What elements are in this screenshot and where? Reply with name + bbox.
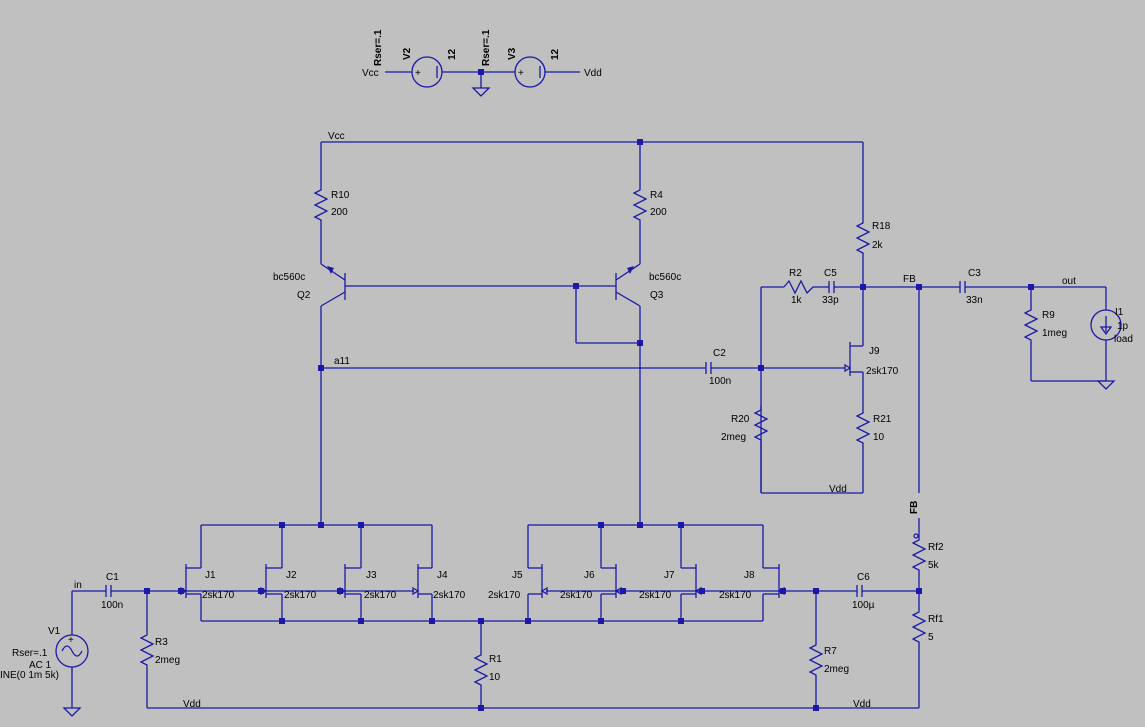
r21-value: 10 — [873, 432, 885, 443]
j1-name: J1 — [205, 570, 216, 581]
q2-name: Q2 — [297, 290, 311, 301]
r7-name: R7 — [824, 646, 837, 657]
v2-value: 12 — [447, 48, 458, 60]
v2-name: V2 — [402, 47, 413, 60]
q2-model: bc560c — [273, 272, 305, 283]
j2-name: J2 — [286, 570, 297, 581]
j7-name: J7 — [664, 570, 675, 581]
r7-value: 2meg — [824, 664, 849, 675]
j2-model: 2sk170 — [284, 590, 317, 601]
i1-extra: load — [1114, 334, 1133, 345]
j8-name: J8 — [744, 570, 755, 581]
supply-vdd-label: Vdd — [584, 68, 602, 79]
c5-value: 33p — [822, 295, 839, 306]
c1-value: 100n — [101, 600, 123, 611]
r10-name: R10 — [331, 190, 350, 201]
v1-ac: AC 1 — [29, 660, 52, 671]
c5-name: C5 — [824, 268, 837, 279]
v1-name: V1 — [48, 626, 61, 637]
r9-name: R9 — [1042, 310, 1055, 321]
vdd-net-label-left: Vdd — [183, 699, 201, 710]
v2-rser: Rser=.1 — [373, 29, 384, 66]
r2-name: R2 — [789, 268, 802, 279]
input-stage-loads — [313, 139, 863, 525]
r20-name: R20 — [731, 414, 750, 425]
supply-section: + + — [385, 56, 580, 97]
c3-name: C3 — [968, 268, 981, 279]
fb-flag-label: FB — [909, 501, 920, 514]
v1-sine: INE(0 1m 5k) — [0, 670, 59, 681]
r20-value: 2meg — [721, 432, 746, 443]
r3-value: 2meg — [155, 655, 180, 666]
r2-value: 1k — [791, 295, 803, 306]
q3-model: bc560c — [649, 272, 681, 283]
q3-name: Q3 — [650, 290, 664, 301]
v3-rser: Rser=.1 — [481, 29, 492, 66]
r3-name: R3 — [155, 637, 168, 648]
a11-net-label: a11 — [334, 356, 350, 367]
r1-value: 10 — [489, 672, 501, 683]
svg-text:+: + — [518, 68, 524, 79]
r4-value: 200 — [650, 207, 667, 218]
j4-model: 2sk170 — [433, 590, 466, 601]
j1-model: 2sk170 — [202, 590, 235, 601]
c6-value: 100µ — [852, 600, 875, 611]
c2-name: C2 — [713, 348, 726, 359]
j9-model: 2sk170 — [866, 366, 899, 377]
j4-name: J4 — [437, 570, 448, 581]
r18-name: R18 — [872, 221, 891, 232]
i1-value: 1p — [1117, 321, 1129, 332]
j7-model: 2sk170 — [639, 590, 672, 601]
j6-model: 2sk170 — [560, 590, 593, 601]
jfet-array — [144, 522, 922, 624]
vdd-net-label-j9: Vdd — [829, 484, 847, 495]
j6-name: J6 — [584, 570, 595, 581]
in-net-label: in — [74, 580, 82, 591]
c6-name: C6 — [857, 572, 870, 583]
j5-model: 2sk170 — [488, 590, 521, 601]
j5-name: J5 — [512, 570, 523, 581]
out-net-label: out — [1062, 276, 1076, 287]
j3-name: J3 — [366, 570, 377, 581]
j9-name: J9 — [869, 346, 880, 357]
input-and-bias: + — [55, 518, 927, 717]
jfet-devices — [180, 525, 785, 621]
r10-value: 200 — [331, 207, 348, 218]
r18-value: 2k — [872, 240, 884, 251]
v3-name: V3 — [507, 47, 518, 60]
rf2-name: Rf2 — [928, 542, 944, 553]
r1-name: R1 — [489, 654, 502, 665]
v3-value: 12 — [550, 48, 561, 60]
j3-model: 2sk170 — [364, 590, 397, 601]
c3-value: 33n — [966, 295, 983, 306]
c2-value: 100n — [709, 376, 731, 387]
v1-rser: Rser=.1 — [12, 648, 48, 659]
vdd-net-label-right: Vdd — [853, 699, 871, 710]
vcc-net-label: Vcc — [328, 131, 345, 142]
i1-name: I1 — [1115, 307, 1124, 318]
r9-value: 1meg — [1042, 328, 1067, 339]
rf2-value: 5k — [928, 560, 940, 571]
svg-text:+: + — [415, 68, 421, 79]
supply-vcc-label: Vcc — [362, 68, 379, 79]
fb-net-label: FB — [903, 274, 916, 285]
rf1-value: 5 — [928, 632, 934, 643]
svg-text:+: + — [68, 635, 74, 646]
c1-name: C1 — [106, 572, 119, 583]
r4-name: R4 — [650, 190, 663, 201]
output-stage — [705, 142, 1122, 494]
r21-name: R21 — [873, 414, 892, 425]
j8-model: 2sk170 — [719, 590, 752, 601]
rf1-name: Rf1 — [928, 614, 944, 625]
